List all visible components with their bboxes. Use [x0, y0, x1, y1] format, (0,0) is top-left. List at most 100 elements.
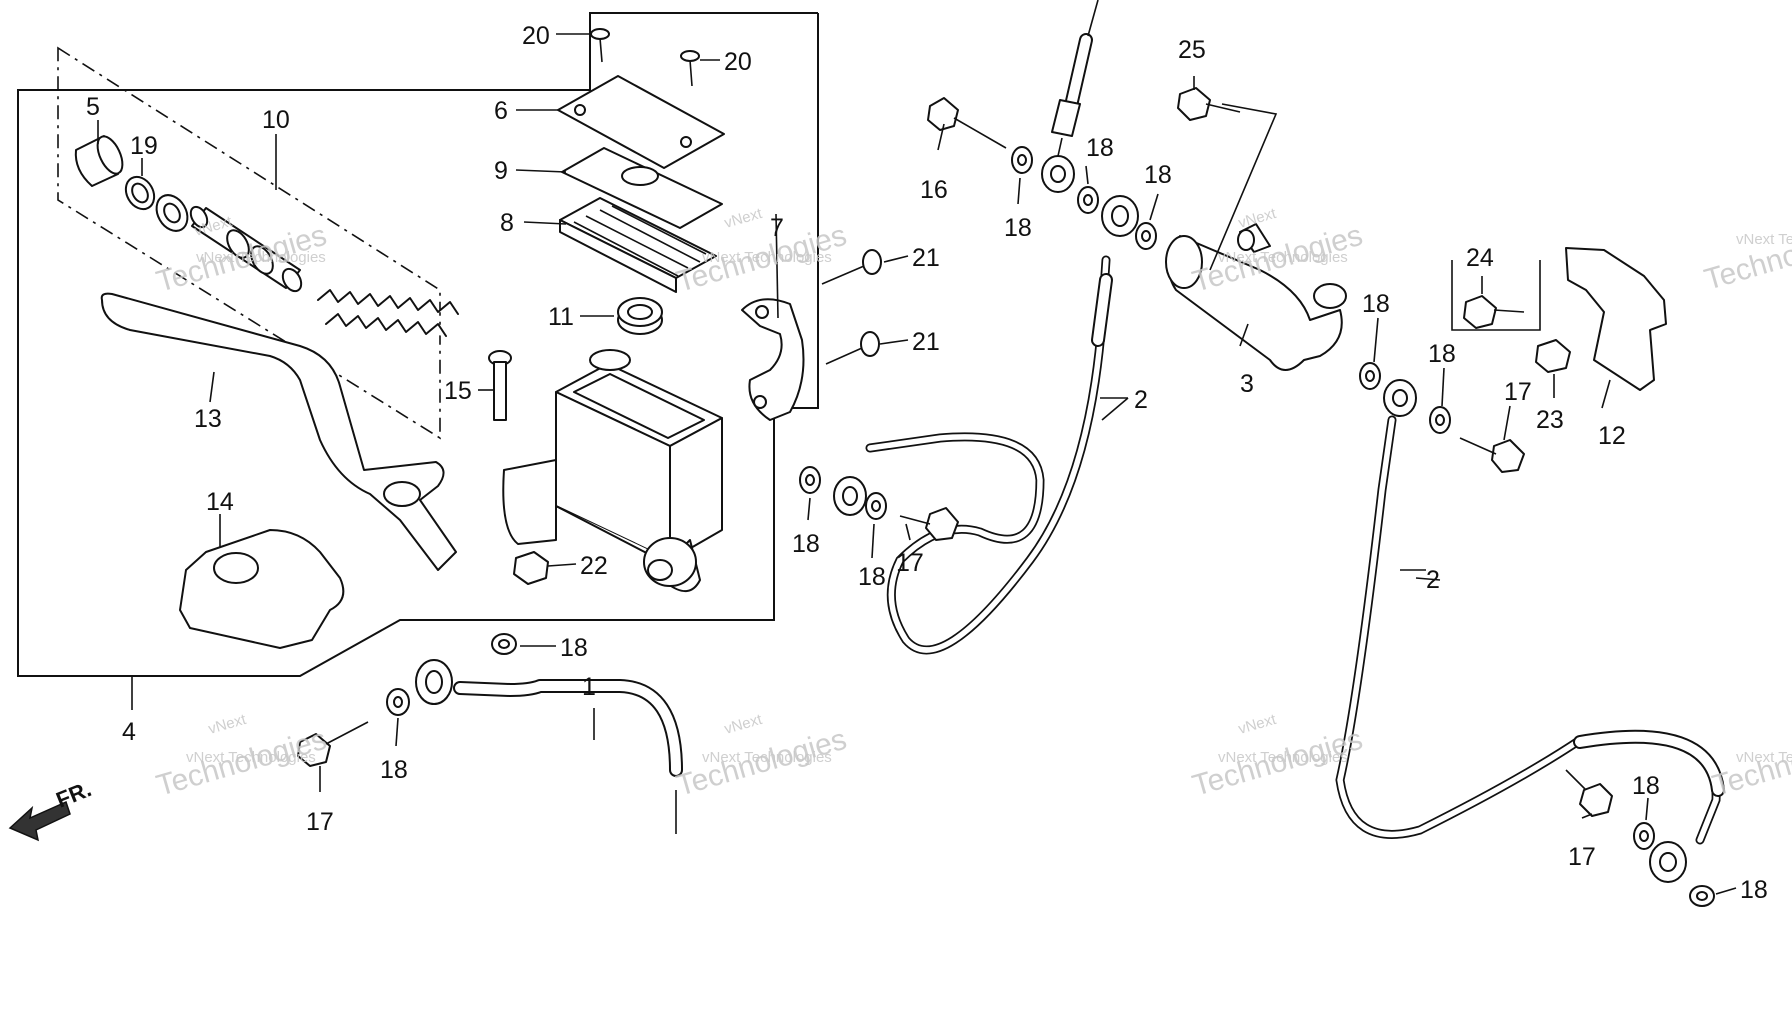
- callout-18: 18: [858, 563, 886, 591]
- callout-17: 17: [306, 808, 334, 836]
- bracket: [1565, 247, 1667, 391]
- diaphragm-side: [559, 219, 677, 293]
- callout-18: 18: [792, 530, 820, 558]
- holder-hole: [755, 305, 769, 319]
- master-cylinder-body: [502, 349, 723, 592]
- callout-4: 4: [122, 718, 136, 746]
- callout-18: 18: [380, 756, 408, 784]
- callout-18: 18: [1086, 134, 1114, 162]
- holder-hole-2: [753, 395, 767, 409]
- watermark-text: vNext: [206, 711, 248, 738]
- watermark-text: Technologies: [1701, 217, 1792, 297]
- callout-19: 19: [130, 132, 158, 160]
- piston-kit-box: [57, 46, 441, 440]
- washer-seal: [155, 194, 189, 232]
- lever-cover: [179, 529, 345, 649]
- watermark-text: vNext: [1236, 711, 1278, 738]
- pivot-bolt: [488, 350, 512, 421]
- watermark-text: vNext Technologies: [186, 749, 316, 766]
- callout-17: 17: [1504, 378, 1532, 406]
- handlebar-holder: [741, 298, 805, 421]
- plate-ring: [621, 166, 659, 186]
- callout-2: 2: [1134, 386, 1148, 414]
- watermark-text: vNext Technologies: [1736, 749, 1792, 766]
- front-label: FR.: [53, 776, 95, 812]
- callout-7: 7: [770, 214, 784, 242]
- callout-15: 15: [444, 377, 472, 405]
- callout-13: 13: [194, 405, 222, 433]
- lever-pivot: [383, 481, 421, 507]
- callout-18: 18: [1428, 340, 1456, 368]
- screw-20-b: [680, 50, 700, 87]
- callout-3: 3: [1240, 370, 1254, 398]
- callout-21: 21: [912, 328, 940, 356]
- callout-11: 11: [548, 303, 574, 331]
- callout-22: 22: [580, 552, 608, 580]
- leader-lines: [97, 33, 1737, 895]
- front-direction-arrow: FR.: [8, 776, 95, 842]
- brake-hose-2-upper: [833, 195, 1139, 655]
- callout-12: 12: [1598, 422, 1626, 450]
- callout-18: 18: [1144, 161, 1172, 189]
- reservoir-seal: [617, 297, 663, 335]
- bolt-25: [1177, 87, 1241, 121]
- callout-14: 14: [206, 488, 234, 516]
- washers: [386, 146, 1715, 907]
- nut-23: [1535, 339, 1571, 373]
- diaphragm-plate: [561, 147, 723, 229]
- watermark-text: vNext Technologies: [702, 749, 832, 766]
- callout-20: 20: [724, 48, 752, 76]
- diaphragm-pattern: [573, 205, 707, 277]
- callout-2: 2: [1426, 566, 1440, 594]
- watermark-text: vNext Technologies: [1218, 249, 1348, 266]
- cover-bump: [213, 552, 259, 584]
- bolt-17-a: [899, 507, 959, 541]
- callout-18: 18: [560, 634, 588, 662]
- callout-21: 21: [912, 244, 940, 272]
- nut-22: [513, 551, 549, 585]
- watermark-text: Technologies: [1709, 723, 1792, 803]
- callout-5: 5: [86, 93, 100, 121]
- brake-hose-2-lower: [1335, 379, 1725, 883]
- callout-20: 20: [522, 22, 550, 50]
- piston-boot: [74, 135, 124, 187]
- bolt-17-b: [297, 721, 369, 767]
- callout-17: 17: [896, 549, 924, 577]
- watermark-text: vNext Technologies: [1736, 231, 1792, 248]
- bolt-21-a: [821, 249, 882, 285]
- bolt-16: [927, 97, 1007, 149]
- circlip: [124, 175, 156, 211]
- bolt-21-b: [825, 331, 880, 365]
- callout-18: 18: [1362, 290, 1390, 318]
- watermark-text: vNext: [722, 205, 764, 232]
- callout-6: 6: [494, 97, 508, 125]
- bolt-17-c: [1459, 437, 1525, 473]
- callout-18: 18: [1740, 876, 1768, 904]
- master-cylinder-assembly-frame: [17, 12, 819, 710]
- callout-16: 16: [920, 176, 948, 204]
- watermark-text: vNext: [722, 711, 764, 738]
- callout-25: 25: [1178, 36, 1206, 64]
- cap-screw-hole-2: [680, 136, 692, 148]
- brake-lever: [100, 292, 457, 571]
- cap-screw-hole: [574, 104, 586, 116]
- watermark-text: vNext Technologies: [702, 249, 832, 266]
- callout-23: 23: [1536, 406, 1564, 434]
- callout-18: 18: [1004, 214, 1032, 242]
- three-way-joint: [1165, 223, 1347, 371]
- callout-17: 17: [1568, 843, 1596, 871]
- watermark-text: vNext Technologies: [1218, 749, 1348, 766]
- watermark-text: vNext Technologies: [196, 249, 326, 266]
- spring: [317, 289, 459, 337]
- callout-9: 9: [494, 157, 508, 185]
- callout-24: 24: [1466, 244, 1494, 272]
- piston: [189, 205, 303, 293]
- callout-8: 8: [500, 209, 514, 237]
- callout-1: 1: [582, 673, 596, 701]
- brake-hose-1: [415, 659, 683, 834]
- bolt-17-d: [1565, 769, 1613, 817]
- upper-cable-fitting: [1041, 0, 1099, 193]
- callout-10: 10: [262, 106, 290, 134]
- callout-18: 18: [1632, 772, 1660, 800]
